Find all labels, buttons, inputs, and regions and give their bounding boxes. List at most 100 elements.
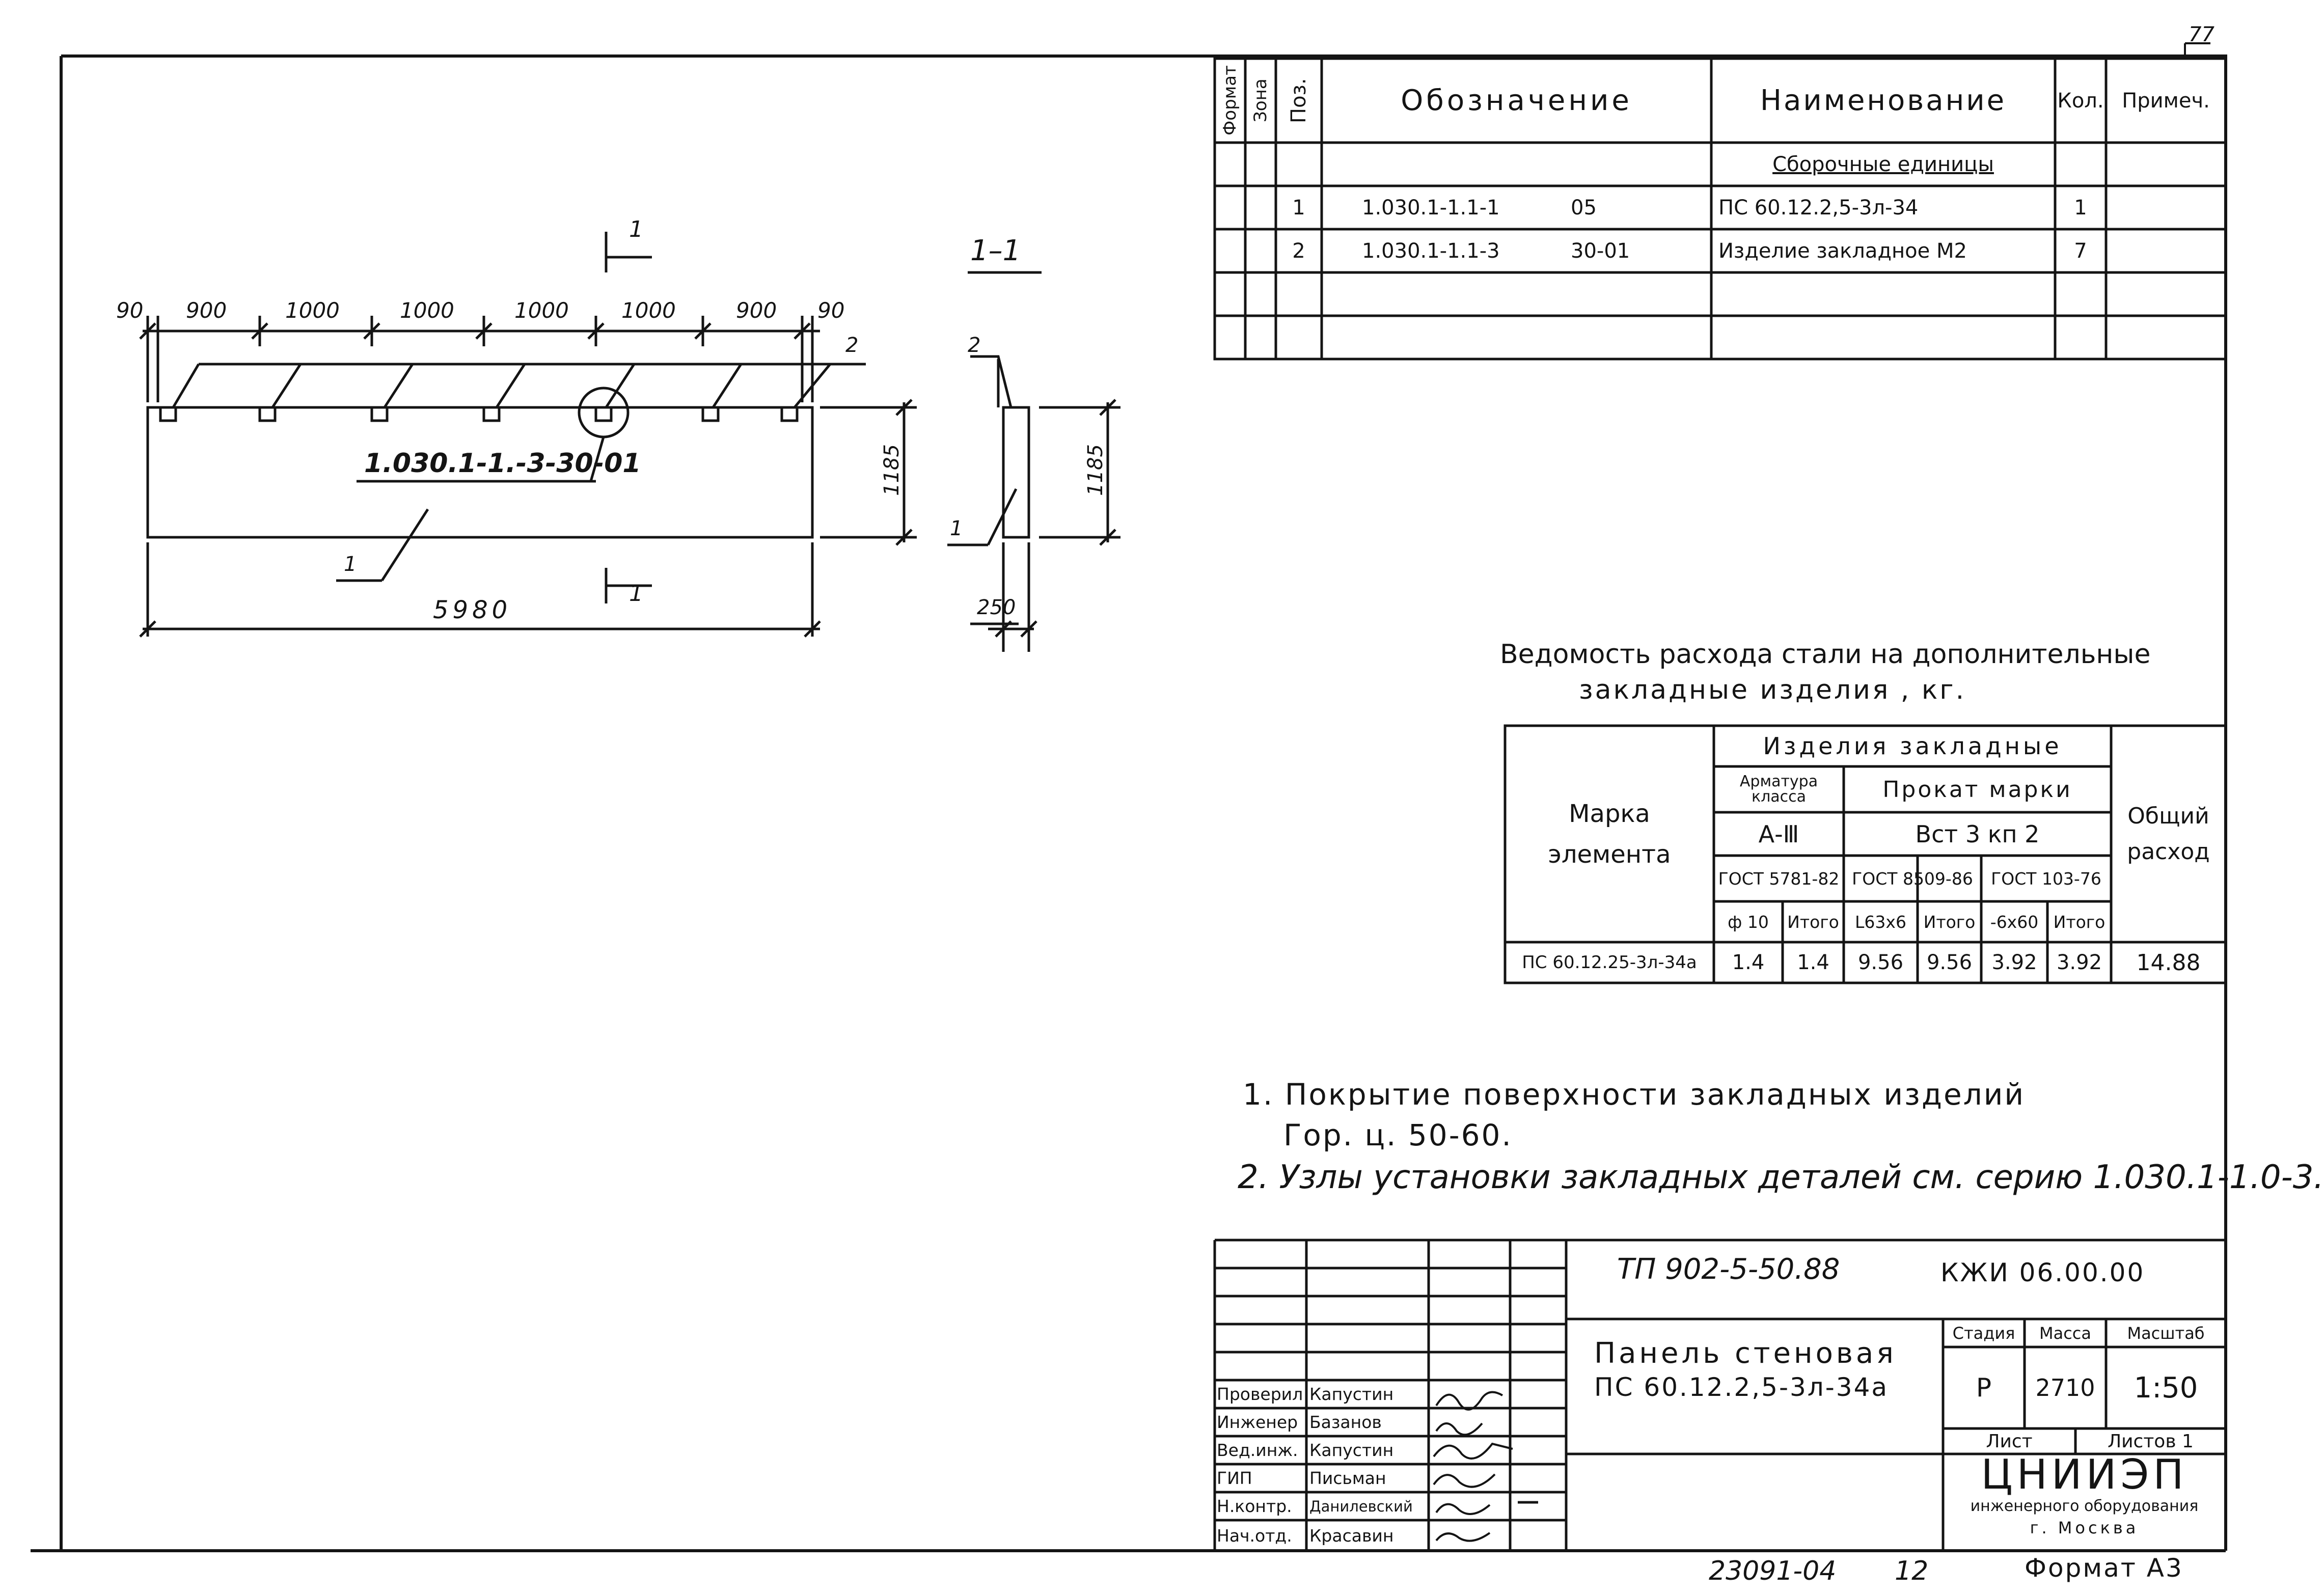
steel-armature-class: А-Ⅲ <box>1758 820 1799 848</box>
panel-elevation <box>143 232 917 637</box>
steel-sub-2: Итого <box>1787 912 1839 932</box>
steel-sub-4: Итого <box>1923 912 1976 932</box>
sig-name-4: Письман <box>1309 1468 1386 1488</box>
sig-name-5: Данилевский <box>1309 1497 1413 1515</box>
spec-row2-pos: 2 <box>1292 239 1305 263</box>
steel-row-total: 14.88 <box>2136 949 2201 976</box>
mass-value: 2710 <box>2035 1374 2095 1401</box>
steel-armature-header: Арматура класса <box>1739 773 1818 806</box>
steel-gost-3: ГОСТ 103-76 <box>1991 868 2101 889</box>
note-2: 2. Узлы установки закладных деталей см. … <box>1238 1159 2324 1196</box>
steel-sub-3: L63х6 <box>1855 912 1906 932</box>
stage-value: Р <box>1976 1373 1992 1403</box>
sig-role-6: Нач.отд. <box>1217 1525 1292 1546</box>
steel-rolled-header: Прокат марки <box>1882 776 2072 803</box>
steel-rolled-grade: Вст 3 кп 2 <box>1915 820 2040 848</box>
spec-header-qty: Кол. <box>2057 89 2104 113</box>
drawing-linework <box>31 42 2227 1552</box>
spec-header-name: Наименование <box>1760 84 2007 117</box>
spec-section-label: Сборочные единицы <box>1772 152 1994 176</box>
section-mark-top: 1 <box>629 216 643 242</box>
note-1: 1. Покрытие поверхности закладных издели… <box>1243 1077 2026 1112</box>
dim-top-7: 900 <box>736 298 777 323</box>
project-code: ТП 902-5-50.88 <box>1617 1253 1840 1286</box>
leader-label-1: 1 <box>344 553 357 576</box>
section-mark-bottom: 1 <box>629 581 643 607</box>
sig-name-2: Базанов <box>1309 1412 1382 1432</box>
mass-label: Масса <box>2039 1323 2091 1343</box>
sig-role-4: ГИП <box>1217 1468 1252 1488</box>
spec-header-format: Формат <box>1220 65 1240 136</box>
spec-header-zone: Зона <box>1250 78 1271 123</box>
steel-row-v5: 3.92 <box>1991 951 2037 974</box>
spec-header-note: Примеч. <box>2122 89 2210 113</box>
sheet-format: Формат А3 <box>2025 1553 2183 1583</box>
section-leader-label-2: 2 <box>968 334 981 357</box>
spec-row1-name: ПС 60.12.2,5-3л-34 <box>1718 196 1919 219</box>
steel-row-v6: 3.92 <box>2056 951 2102 974</box>
dim-top-1: 90 <box>116 298 144 323</box>
spec-row2-qty: 7 <box>2074 239 2087 263</box>
dim-top-4: 1000 <box>400 298 454 323</box>
dim-height: 1185 <box>880 444 904 496</box>
title-line2: ПС 60.12.2,5-3л-34а <box>1594 1372 1889 1402</box>
sig-role-5: Н.контр. <box>1217 1496 1292 1516</box>
dim-top-3: 1000 <box>285 298 340 323</box>
dim-height-section: 1185 <box>1083 444 1107 496</box>
spec-row2-designation: 1.030.1-1.1-3 <box>1362 239 1500 263</box>
steel-gost-2: ГОСТ 8509-86 <box>1852 868 1973 889</box>
spec-row1-designation: 1.030.1-1.1-1 <box>1362 196 1500 219</box>
embedded-mark-label: 1.030.1-1.-3-30-01 <box>364 448 641 479</box>
spec-row1-qty: 1 <box>2074 196 2087 219</box>
steel-row-mark: ПС 60.12.25-3л-34а <box>1522 952 1697 973</box>
spec-row1-pos: 1 <box>1292 196 1305 219</box>
sig-name-6: Красавин <box>1309 1525 1394 1546</box>
sig-role-2: Инженер <box>1217 1412 1298 1432</box>
steel-total-header: Общий расход <box>2127 803 2210 865</box>
sig-name-3: Капустин <box>1309 1440 1394 1460</box>
section-title: 1–1 <box>970 234 1021 267</box>
steel-row-v3: 9.56 <box>1857 951 1904 974</box>
spec-row2-variant: 30-01 <box>1571 239 1630 263</box>
archive-sheet-number: 12 <box>1895 1556 1929 1586</box>
title-block-grid <box>1213 1239 2226 1551</box>
scale-label: Масштаб <box>2127 1323 2205 1343</box>
stage-label: Стадия <box>1952 1323 2015 1343</box>
steel-sub-6: Итого <box>2053 912 2106 932</box>
steel-gost-1: ГОСТ 5781-82 <box>1718 868 1840 889</box>
sig-role-1: Проверил <box>1217 1384 1303 1404</box>
steel-table-grid <box>1503 724 2227 984</box>
spec-header-designation: Обозначение <box>1401 84 1632 117</box>
note-1-continued: Гор. ц. 50-60. <box>1283 1118 1513 1152</box>
scale-value: 1:50 <box>2134 1371 2198 1405</box>
org-line3: г. Москва <box>2030 1518 2139 1537</box>
spec-table-grid <box>1213 57 2227 361</box>
title-line1: Панель стеновая <box>1594 1337 1897 1370</box>
spec-row1-variant: 05 <box>1571 196 1597 219</box>
sig-name-1: Капустин <box>1309 1384 1394 1404</box>
org-line2: инженерного оборудования <box>1970 1497 2199 1515</box>
dim-total-length: 5980 <box>433 596 512 624</box>
sheet-label: Лист <box>1986 1431 2033 1452</box>
archive-number: 23091-04 <box>1709 1556 1837 1586</box>
steel-sub-1: ф 10 <box>1728 912 1769 932</box>
doc-code: КЖИ 06.00.00 <box>1940 1258 2145 1287</box>
dim-top-6: 1000 <box>621 298 676 323</box>
steel-row-v2: 1.4 <box>1797 951 1829 974</box>
org-name: ЦНИИЭП <box>1981 1450 2188 1498</box>
steel-group-header: Изделия закладные <box>1763 732 2062 760</box>
section-leader-label-1: 1 <box>950 517 963 540</box>
sig-role-3: Вед.инж. <box>1217 1440 1298 1460</box>
dim-top-2: 900 <box>186 298 227 323</box>
section-view <box>947 271 1120 652</box>
page-number: 77 <box>2189 23 2214 46</box>
sheets-label: Листов 1 <box>2108 1431 2194 1452</box>
spec-row2-name: Изделие закладное М2 <box>1718 239 1967 263</box>
steel-sub-5: -6х60 <box>1990 912 2039 932</box>
steel-table-title-line2: закладные изделия , кг. <box>1579 675 1966 705</box>
dim-top-5: 1000 <box>514 298 569 323</box>
spec-header-pos: Поз. <box>1287 78 1310 123</box>
dim-thickness: 250 <box>977 596 1016 619</box>
steel-mark-header: Марка элемента <box>1548 799 1671 869</box>
leader-label-2: 2 <box>845 334 859 357</box>
